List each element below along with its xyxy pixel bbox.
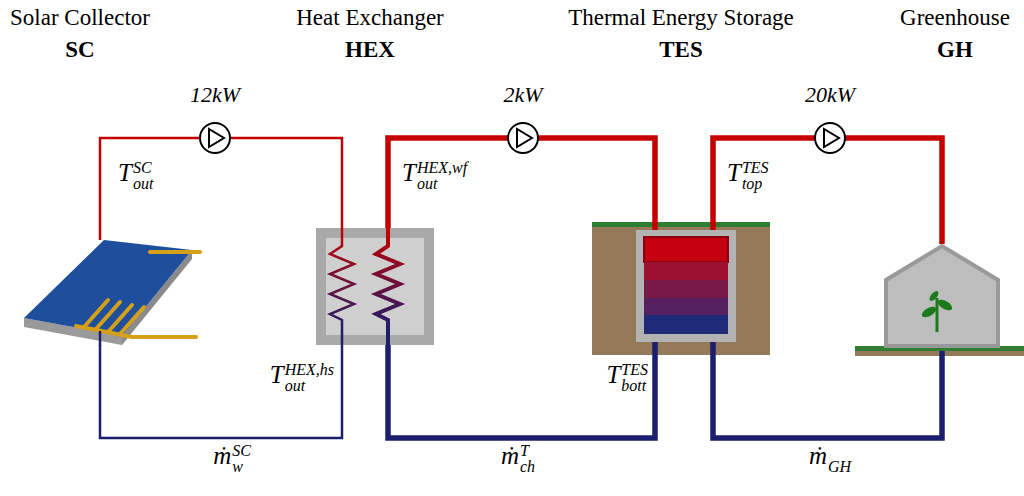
indices: TESbott — [621, 362, 648, 394]
collector-tubes — [76, 252, 200, 337]
heat-exchanger — [316, 228, 434, 345]
indices: SCout — [133, 160, 153, 192]
variable-label: ṁGH — [809, 443, 851, 475]
coil — [376, 228, 400, 345]
component: Solar CollectorSC — [22, 240, 200, 345]
hex-housing — [316, 228, 434, 345]
layer — [644, 280, 728, 298]
pump-power: 20kW — [805, 84, 855, 106]
layer — [644, 237, 728, 262]
storage — [592, 222, 770, 355]
ground — [592, 226, 770, 355]
indices: Tch — [520, 443, 535, 475]
component-name: Solar Collector — [10, 6, 150, 29]
superscript: HEX,wf — [417, 160, 467, 176]
pump-symbol — [815, 123, 845, 153]
component-abbreviation: GH — [937, 38, 973, 61]
component-abbreviation: TES — [659, 38, 702, 61]
symbol: T — [727, 160, 741, 185]
pipe — [713, 342, 942, 438]
house — [886, 246, 998, 346]
variable-label: TSCout — [118, 160, 153, 192]
indices: SCw — [232, 443, 251, 475]
component-abbreviation: HEX — [345, 38, 395, 61]
component-name: Thermal Energy Storage — [568, 6, 794, 29]
symbol: T — [270, 362, 284, 387]
subscript: w — [232, 459, 251, 475]
indices: HEX,hsout — [285, 362, 334, 394]
subscript: bott — [621, 378, 648, 394]
component-name: Greenhouse — [900, 6, 1010, 29]
subscript: out — [417, 176, 467, 192]
pipe — [713, 138, 942, 244]
pump-power: 12kW — [190, 84, 240, 106]
subscript: out — [285, 378, 334, 394]
pipe-stub — [99, 331, 102, 346]
variable-label: TTESbott — [606, 362, 648, 394]
pipe — [100, 345, 342, 438]
subscript: out — [133, 176, 153, 192]
symbol: T — [402, 160, 416, 185]
symbol: ṁ — [501, 443, 519, 468]
symbol: T — [606, 362, 620, 387]
superscript: HEX,hs — [285, 362, 334, 378]
superscript: SC — [133, 160, 153, 176]
tank-wall — [636, 230, 736, 342]
indices: HEX,wfout — [417, 160, 467, 192]
subscript: top — [742, 176, 769, 192]
superscript: SC — [232, 443, 251, 459]
symbol: ṁ — [809, 443, 827, 468]
variable-label: ṁTch — [501, 443, 535, 475]
symbol: T — [118, 160, 132, 185]
variable-label: THEX,hsout — [270, 362, 334, 394]
pipe — [388, 342, 655, 438]
component: Thermal Energy StorageTES — [636, 230, 736, 342]
layer — [644, 262, 728, 280]
pump-symbol — [508, 123, 538, 153]
grass — [592, 222, 770, 227]
superscript: TES — [621, 362, 648, 378]
indices: GH — [828, 459, 851, 475]
symbol: ṁ — [213, 443, 231, 468]
indices: TEStop — [742, 160, 769, 192]
pipe — [100, 138, 342, 240]
variable-label: ṁSCw — [213, 443, 251, 475]
component-abbreviation: SC — [65, 38, 94, 61]
solar-panel — [24, 240, 200, 346]
subscript: GH — [828, 459, 851, 475]
superscript: TES — [742, 160, 769, 176]
variable-label: TTEStop — [727, 160, 769, 192]
greenhouse — [855, 246, 1024, 356]
component: GreenhouseGH — [884, 244, 1000, 351]
superscript: T — [520, 443, 535, 459]
component: Heat ExchangerHEX — [316, 228, 434, 345]
leaf — [920, 305, 938, 320]
layer — [644, 315, 728, 334]
panel-face — [24, 240, 192, 336]
layer — [644, 298, 728, 315]
coil — [330, 228, 354, 345]
leaf — [928, 289, 940, 302]
subscript: ch — [520, 459, 535, 475]
pump-power: 2kW — [503, 84, 542, 106]
variable-label: THEX,wfout — [402, 160, 467, 192]
pump-symbol — [200, 123, 230, 153]
leaf — [936, 298, 954, 313]
component-name: Heat Exchanger — [296, 6, 444, 29]
